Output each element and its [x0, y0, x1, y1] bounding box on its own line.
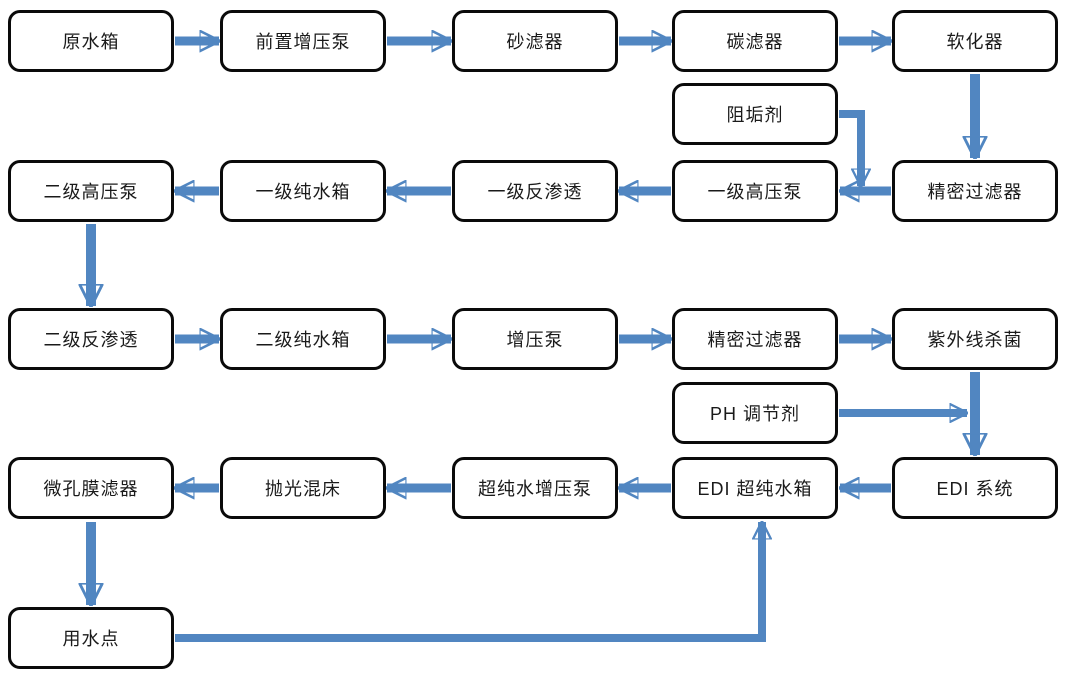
node-carbon-filter: 碳滤器	[672, 10, 838, 72]
node-stage1-ro: 一级反渗透	[452, 160, 618, 222]
node-pre-booster-pump: 前置增压泵	[220, 10, 386, 72]
node-antiscalant: 阻垢剂	[672, 83, 838, 145]
node-uv-sterilizer: 紫外线杀菌	[892, 308, 1058, 370]
node-up-booster-pump: 超纯水增压泵	[452, 457, 618, 519]
node-booster-pump: 增压泵	[452, 308, 618, 370]
node-membrane-filter: 微孔膜滤器	[8, 457, 174, 519]
node-stage2-pure-tank: 二级纯水箱	[220, 308, 386, 370]
node-raw-water-tank: 原水箱	[8, 10, 174, 72]
node-sand-filter: 砂滤器	[452, 10, 618, 72]
node-stage2-ro: 二级反渗透	[8, 308, 174, 370]
arrow-use-point-recirculation-to-edi-tank	[175, 522, 762, 642]
node-edi-tank: EDI 超纯水箱	[672, 457, 838, 519]
node-edi-system: EDI 系统	[892, 457, 1058, 519]
node-polishing-bed: 抛光混床	[220, 457, 386, 519]
node-precision-filter-1: 精密过滤器	[892, 160, 1058, 222]
node-stage2-hp-pump: 二级高压泵	[8, 160, 174, 222]
arrow-antiscalant-to-feed-line	[839, 110, 861, 186]
node-softener: 软化器	[892, 10, 1058, 72]
node-precision-filter-2: 精密过滤器	[672, 308, 838, 370]
node-ph-adjuster: PH 调节剂	[672, 382, 838, 444]
node-stage1-hp-pump: 一级高压泵	[672, 160, 838, 222]
node-use-point: 用水点	[8, 607, 174, 669]
node-stage1-pure-tank: 一级纯水箱	[220, 160, 386, 222]
